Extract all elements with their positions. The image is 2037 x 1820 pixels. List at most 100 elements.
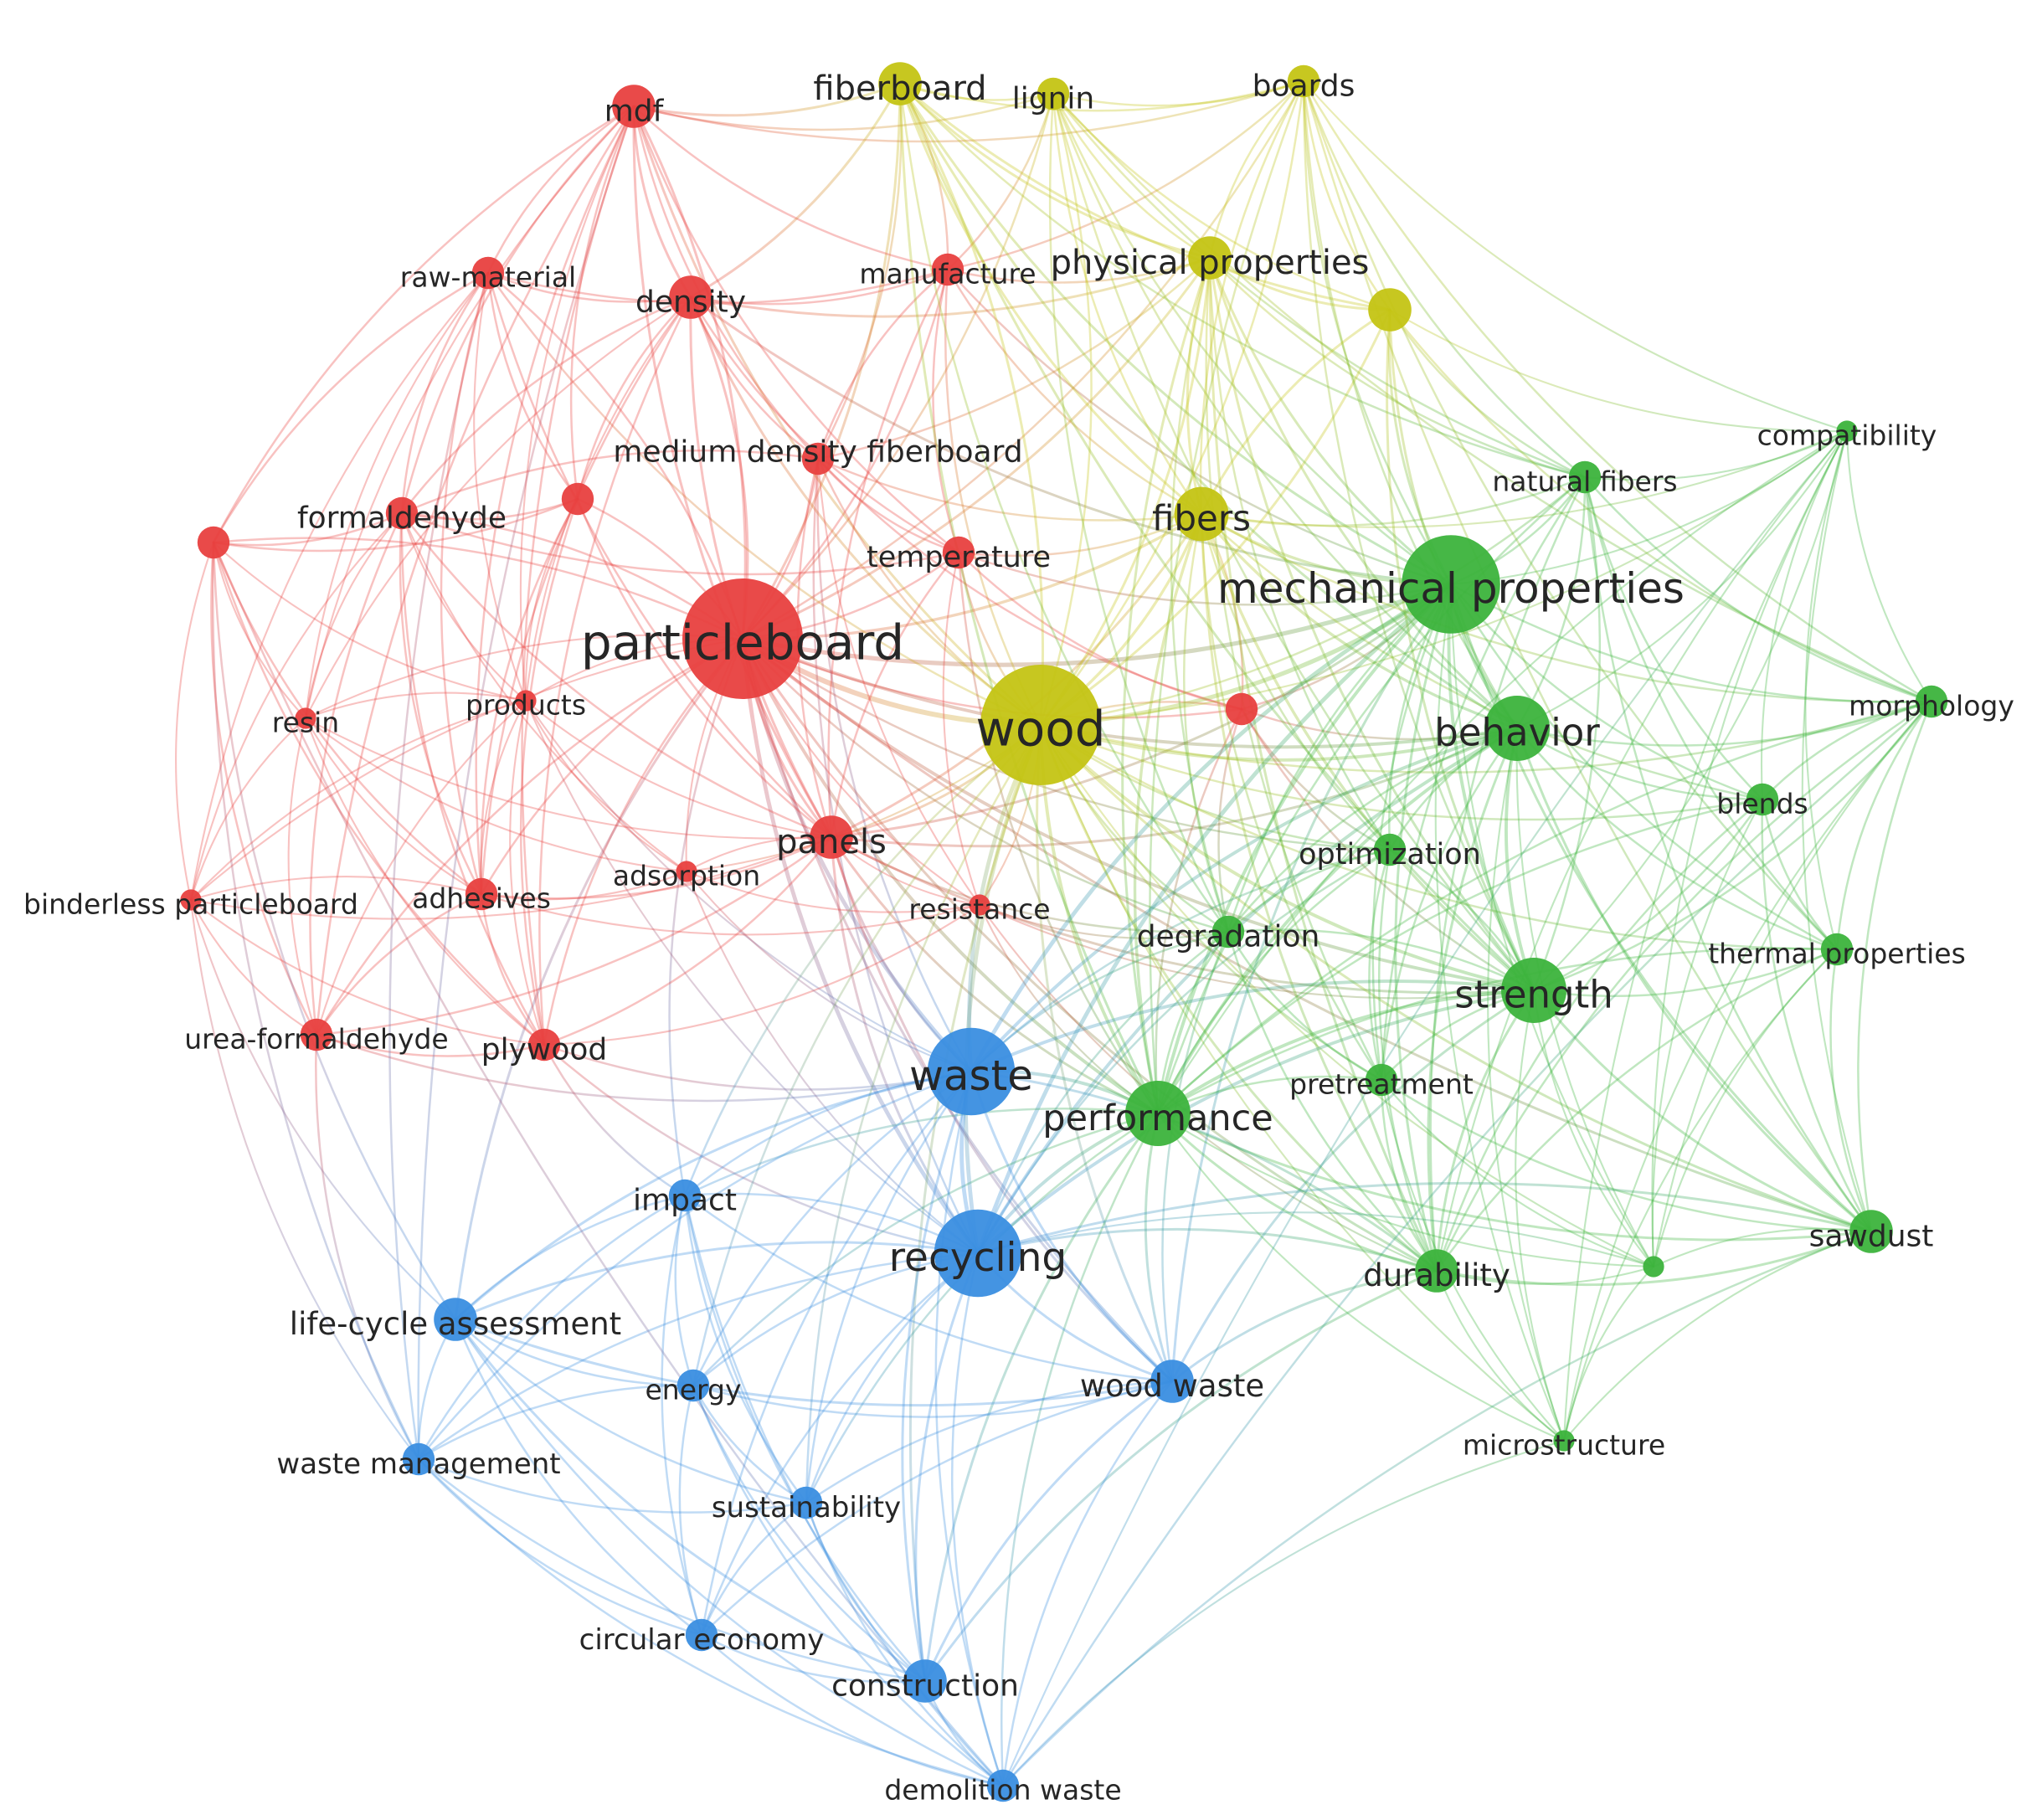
- node-medium-density-fiberboard[interactable]: [801, 442, 835, 476]
- node-red-unlabeled-1[interactable]: [561, 482, 594, 516]
- link-natural-fibers-thermal-properties: [1583, 476, 1839, 951]
- link-wood-boards: [1039, 80, 1305, 727]
- link-manufacture-boards: [946, 80, 1305, 271]
- node-panels[interactable]: [810, 815, 853, 859]
- node-circular-economy[interactable]: [685, 1618, 718, 1652]
- node-yellow-unlabeled-1[interactable]: [1368, 288, 1412, 332]
- link-lignin-strength: [1052, 92, 1535, 992]
- node-recycling[interactable]: [934, 1209, 1022, 1298]
- link-adhesives-plywood: [480, 892, 546, 1046]
- node-sustainability[interactable]: [790, 1486, 823, 1519]
- node-microstructure[interactable]: [1553, 1430, 1575, 1452]
- node-green-unlabeled-1[interactable]: [1643, 1256, 1664, 1278]
- node-natural-fibers[interactable]: [1568, 460, 1602, 494]
- link-strength-degradation: [1227, 928, 1535, 992]
- link-plywood-resistance: [543, 903, 981, 1046]
- node-red-unlabeled-3[interactable]: [1225, 692, 1258, 726]
- link-behavior-natural-fibers: [1515, 476, 1587, 730]
- node-products[interactable]: [515, 690, 537, 712]
- link-boards-physical-properties: [1208, 80, 1305, 260]
- node-mdf[interactable]: [612, 85, 656, 128]
- link-physical-properties-optimization: [1208, 256, 1391, 851]
- link-boards-yellow-unlabeled-1: [1302, 80, 1391, 311]
- node-thermal-properties[interactable]: [1820, 933, 1854, 966]
- link-formaldehyde-red-unlabeled-1: [400, 497, 579, 521]
- node-fibers[interactable]: [1174, 486, 1229, 542]
- link-urea-formaldehyde-waste-management: [315, 1033, 420, 1461]
- node-behavior[interactable]: [1484, 696, 1550, 761]
- link-binderless-particleboard-plywood: [189, 898, 546, 1046]
- link-pretreatment-durability: [1380, 1078, 1438, 1272]
- node-construction[interactable]: [903, 1659, 947, 1703]
- link-fibers-durability: [1200, 512, 1438, 1272]
- link-physical-properties-fibers: [1186, 256, 1211, 516]
- node-impact[interactable]: [668, 1179, 702, 1212]
- link-density-resin: [304, 296, 692, 720]
- node-formaldehyde[interactable]: [385, 496, 419, 530]
- node-manufacture[interactable]: [931, 253, 964, 286]
- node-durability[interactable]: [1415, 1249, 1458, 1293]
- label-fiberboard: fiberboard: [813, 69, 986, 108]
- link-yellow-unlabeled-1-compatibility: [1388, 308, 1849, 433]
- node-sawdust[interactable]: [1849, 1210, 1893, 1253]
- node-optimization[interactable]: [1373, 833, 1407, 866]
- node-blends[interactable]: [1746, 783, 1779, 816]
- node-adsorption[interactable]: [676, 861, 697, 882]
- link-products-adsorption: [524, 699, 688, 873]
- node-urea-formaldehyde[interactable]: [300, 1018, 333, 1051]
- node-raw-material[interactable]: [471, 256, 505, 290]
- link-mdf-waste-management: [417, 105, 635, 1461]
- link-yellow-unlabeled-1-behavior: [1388, 308, 1519, 730]
- node-morphology[interactable]: [1915, 685, 1948, 718]
- node-resistance[interactable]: [969, 894, 990, 916]
- link-adsorption-waste: [685, 870, 973, 1073]
- node-mechanical-properties[interactable]: [1402, 535, 1500, 634]
- link-sawdust-microstructure: [1562, 1230, 1873, 1442]
- node-boards[interactable]: [1287, 64, 1320, 98]
- node-wood[interactable]: [980, 665, 1101, 785]
- node-fiberboard[interactable]: [878, 62, 922, 105]
- node-plywood[interactable]: [527, 1028, 561, 1062]
- node-binderless-particleboard[interactable]: [180, 889, 202, 911]
- link-red-unlabeled-3-behavior: [1240, 707, 1519, 741]
- node-wood-waste[interactable]: [1150, 1360, 1194, 1403]
- link-wood-green-unlabeled-1: [1039, 723, 1655, 1268]
- link-lignin-degradation: [1048, 92, 1230, 933]
- label-boards: boards: [1253, 69, 1355, 104]
- link-behavior-durability: [1427, 727, 1519, 1272]
- node-waste[interactable]: [927, 1027, 1016, 1116]
- link-products-recycling: [524, 699, 980, 1255]
- node-resin[interactable]: [295, 707, 316, 729]
- link-physical-properties-performance: [1121, 256, 1211, 1115]
- node-temperature[interactable]: [942, 536, 975, 569]
- node-energy[interactable]: [676, 1369, 710, 1402]
- link-binderless-particleboard-life-cycle-assessment: [189, 898, 457, 1321]
- node-particleboard[interactable]: [682, 578, 803, 699]
- node-life-cycle-assessment[interactable]: [434, 1298, 477, 1341]
- link-manufacture-fibers: [946, 268, 1203, 516]
- node-compatibility[interactable]: [1836, 420, 1858, 442]
- link-lignin-physical-properties: [1052, 92, 1211, 260]
- link-binderless-particleboard-waste-management: [189, 898, 420, 1461]
- node-strength[interactable]: [1501, 958, 1566, 1023]
- node-pretreatment[interactable]: [1365, 1063, 1398, 1097]
- link-wood-waste-sustainability: [805, 1380, 1174, 1504]
- link-red-unlabeled-1-adhesives: [480, 497, 579, 896]
- node-demolition-waste[interactable]: [986, 1769, 1020, 1802]
- node-performance[interactable]: [1125, 1081, 1191, 1146]
- link-life-cycle-assessment-wood-waste: [454, 1318, 1174, 1407]
- node-red-unlabeled-2[interactable]: [197, 526, 230, 559]
- node-waste-management[interactable]: [402, 1442, 435, 1476]
- label-demolition-waste: demolition waste: [884, 1774, 1121, 1807]
- node-degradation[interactable]: [1211, 915, 1245, 949]
- node-physical-properties[interactable]: [1188, 236, 1232, 280]
- label-wood-waste: wood waste: [1080, 1368, 1264, 1404]
- link-waste-management-sustainability: [417, 1458, 808, 1514]
- link-mdf-panels: [632, 105, 833, 839]
- link-waste-life-cycle-assessment: [454, 1070, 973, 1321]
- node-adhesives[interactable]: [465, 877, 498, 911]
- node-lignin[interactable]: [1037, 77, 1070, 111]
- label-strength: strength: [1454, 972, 1613, 1016]
- node-density[interactable]: [669, 275, 712, 319]
- link-mechanical-properties-morphology: [1449, 583, 1933, 703]
